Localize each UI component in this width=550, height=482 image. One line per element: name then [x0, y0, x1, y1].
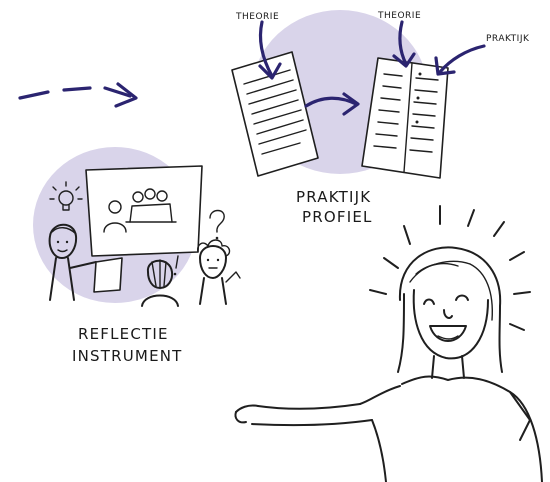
arrow-between-documents-icon	[304, 92, 360, 116]
smiling-woman-figure	[234, 205, 543, 482]
audience-member-figure	[141, 255, 179, 307]
arrow-to-theory-right-icon	[392, 20, 416, 68]
label-reflectie-line1: REFLECTIE	[78, 325, 169, 343]
label-praktijk-small: PRAKTIJK	[486, 34, 530, 44]
label-reflectie-line2: INSTRUMENT	[72, 347, 183, 365]
practice-document-icon	[361, 57, 449, 179]
theory-document-icon	[231, 51, 319, 177]
label-theorie-left: THEORIE	[235, 12, 279, 22]
presentation-board-icon	[85, 165, 203, 257]
label-praktijk-profiel-line2: PROFIEL	[302, 208, 373, 226]
arrow-to-theory-left-icon	[258, 20, 282, 80]
lightbulb-icon	[49, 181, 83, 211]
radiance-lines	[369, 205, 531, 331]
questioning-person-figure	[196, 209, 241, 305]
dashed-arrow-icon	[18, 82, 138, 108]
label-praktijk-profiel-line1: PRAKTIJK	[296, 188, 371, 206]
label-theorie-right: THEORIE	[377, 11, 421, 21]
arrow-to-practice-icon	[434, 44, 486, 76]
presenter-figure	[48, 223, 123, 301]
